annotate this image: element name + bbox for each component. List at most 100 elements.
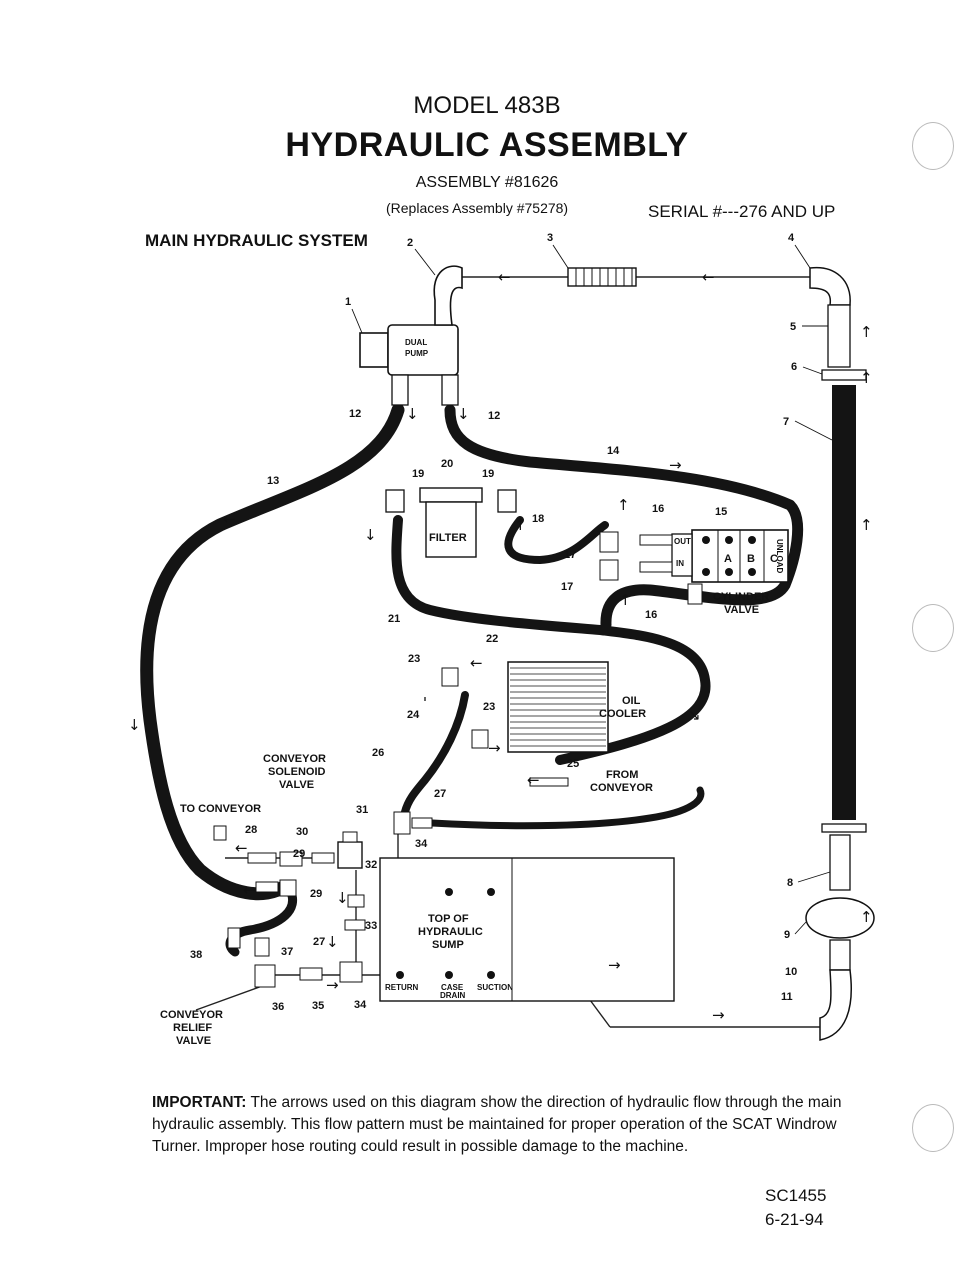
callout-33: 33: [365, 920, 377, 932]
svg-text:→: →: [326, 976, 339, 994]
svg-text:↑: ↑: [617, 496, 630, 514]
relief-valve-label-2: RELIEF: [173, 1022, 212, 1034]
callout-1: 1: [345, 296, 351, 308]
callout-23b: 23: [483, 701, 495, 713]
callout-7: 7: [783, 416, 789, 428]
callout-3: 3: [547, 232, 553, 244]
strainer-3: [567, 267, 637, 287]
callout-12a: 12: [349, 408, 361, 420]
cylinder-valve: A B C UNLOAD OUT IN CYLINDER VALVE: [599, 529, 789, 616]
clamp-bottom: [821, 823, 867, 833]
callout-26: 26: [372, 747, 384, 759]
valve-a-label: A: [724, 553, 732, 565]
svg-text:↑: ↑: [860, 369, 873, 387]
callout-19a: 19: [412, 468, 424, 480]
callout-21: 21: [388, 613, 400, 625]
oil-cooler: OIL COOLER: [441, 661, 646, 753]
section-heading: MAIN HYDRAULIC SYSTEM: [145, 231, 368, 250]
fitting-8: [829, 834, 851, 891]
callout-20: 20: [441, 458, 453, 470]
callout-28: 28: [245, 824, 257, 836]
callout-8: 8: [787, 877, 793, 889]
svg-text:↑: ↑: [514, 516, 527, 534]
binder-hole-top: [912, 122, 954, 170]
sump-label-1: TOP OF: [428, 913, 469, 925]
svg-text:→: →: [712, 1006, 725, 1024]
callout-2: 2: [407, 237, 413, 249]
hose-24: [401, 691, 469, 816]
fitting-5: [827, 304, 851, 368]
callout-36: 36: [272, 1001, 284, 1013]
callout-31: 31: [356, 804, 368, 816]
callout-30: 30: [296, 826, 308, 838]
callout-16b: 16: [645, 609, 657, 621]
filter-label: FILTER: [429, 532, 467, 544]
hose-34: [428, 786, 705, 830]
hose-21: [391, 515, 711, 765]
svg-text:↑: ↑: [860, 323, 873, 341]
svg-text:←: ←: [527, 771, 540, 789]
model-heading: MODEL 483B: [413, 92, 561, 119]
svg-text:↓: ↓: [457, 405, 470, 423]
svg-text:↓: ↓: [128, 716, 141, 734]
svg-text:←: ←: [470, 654, 483, 672]
sump-label-2: HYDRAULIC: [418, 926, 483, 938]
callout-25: 25: [567, 758, 579, 770]
svg-text:↓: ↓: [326, 933, 339, 951]
svg-text:←: ←: [498, 268, 511, 286]
oil-cooler-label-1: OIL: [622, 695, 641, 707]
callout-14: 14: [607, 445, 620, 457]
callout-18: 18: [532, 513, 544, 525]
oil-cooler-label-2: COOLER: [599, 708, 646, 720]
hose-13: [140, 403, 405, 901]
important-label: IMPORTANT:: [152, 1094, 247, 1111]
svg-text:→: →: [608, 956, 621, 974]
clamp-6: [821, 369, 867, 381]
tube-7: [832, 385, 856, 820]
callout-38: 38: [190, 949, 202, 961]
important-text: The arrows used on this diagram show the…: [152, 1094, 842, 1155]
binder-hole-bottom: [912, 1104, 954, 1152]
svg-text:→: →: [669, 456, 682, 474]
from-conveyor-label-2: CONVEYOR: [590, 782, 653, 794]
fitting-25: [529, 777, 569, 787]
page-title: HYDRAULIC ASSEMBLY: [285, 126, 689, 164]
callout-12b: 12: [488, 410, 500, 422]
callout-5: 5: [790, 321, 796, 333]
fitting-10: [829, 939, 851, 971]
relief-valve-label-3: VALVE: [176, 1035, 211, 1047]
solenoid-label-3: VALVE: [279, 779, 314, 791]
callout-27a: 27: [434, 788, 446, 800]
svg-text:↓: ↓: [406, 405, 419, 423]
case-drain-label-1: CASE: [441, 983, 464, 992]
hose-14: [444, 404, 804, 631]
valve-b-label: B: [747, 553, 755, 565]
from-conveyor-label-1: FROM: [606, 769, 638, 781]
callout-27b: 27: [313, 936, 325, 948]
callout-11: 11: [781, 991, 793, 1003]
svg-text:↑: ↑: [860, 908, 873, 926]
case-drain-label-2: DRAIN: [440, 991, 466, 1000]
solenoid-label-2: SOLENOID: [268, 766, 326, 778]
hose-18: [504, 516, 609, 564]
document-id: SC1455 6-21-94: [765, 1184, 826, 1232]
cylinder-valve-label-1: CYLINDER: [713, 591, 769, 603]
callout-17a: 17: [564, 549, 576, 561]
svg-text:←: ←: [223, 510, 236, 528]
solenoid-label-1: CONVEYOR: [263, 753, 326, 765]
callout-6: 6: [791, 361, 797, 373]
solenoid-valve: CONVEYOR SOLENOID VALVE TO CONVEYOR: [180, 753, 433, 988]
hydraulic-sump: TOP OF HYDRAULIC SUMP RETURN CASE DRAIN …: [379, 857, 675, 1002]
filter: FILTER: [385, 487, 517, 558]
callout-22: 22: [486, 633, 498, 645]
valve-c-label: C: [770, 553, 778, 565]
sump-label-3: SUMP: [432, 939, 464, 951]
important-note: IMPORTANT: The arrows used on this diagr…: [152, 1092, 852, 1158]
svg-text:↑: ↑: [619, 591, 632, 609]
callout-37: 37: [281, 946, 293, 958]
assembly-number: ASSEMBLY #81626: [415, 174, 559, 191]
svg-text:↘: ↘: [688, 706, 701, 724]
callout-4: 4: [788, 232, 795, 244]
callout-34a: 34: [415, 838, 428, 850]
suction-label: SUCTION: [477, 983, 513, 992]
